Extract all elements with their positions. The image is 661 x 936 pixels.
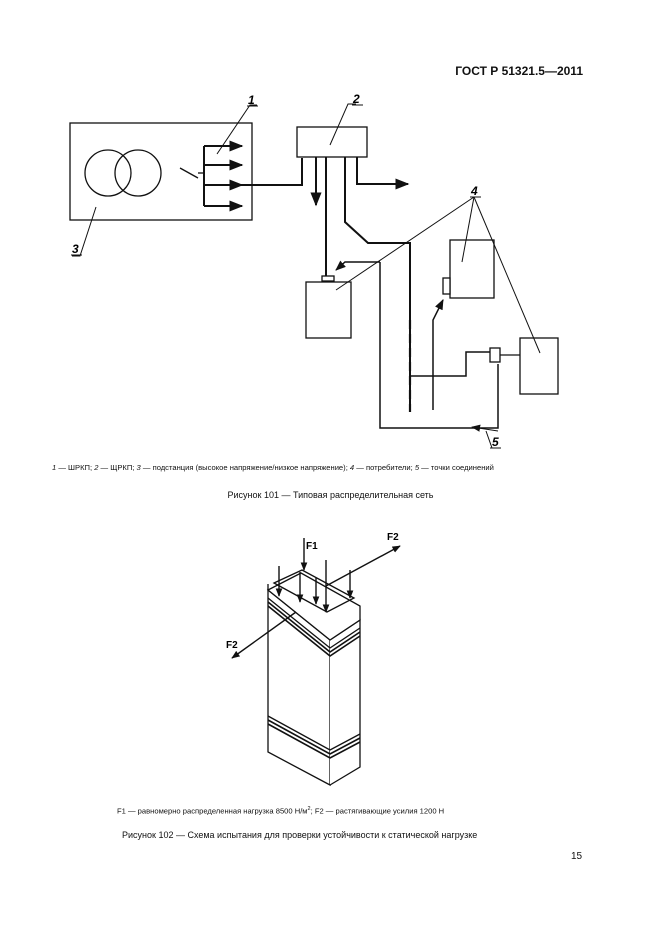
callout-3: 3 [72, 242, 79, 256]
figure-102-caption: Рисунок 102 — Схема испытания для провер… [122, 830, 478, 840]
standard-header: ГОСТ Р 51321.5—2011 [455, 64, 583, 78]
callout-5: 5 [492, 435, 499, 449]
feeder-to-consumer-1 [335, 260, 380, 271]
page-number: 15 [571, 851, 583, 862]
consumer-2 [442, 239, 495, 299]
feeder-to-consumer-2 [432, 299, 444, 410]
figure-102-legend: F1 — равномерно распределенная нагрузка … [117, 806, 445, 816]
label-f2-left: F2 [226, 640, 238, 651]
load-f2-arrows [231, 545, 401, 659]
shrkp-outputs [203, 140, 303, 212]
shchrkp-panel [296, 126, 368, 158]
substation [69, 122, 253, 221]
figure-101-caption: Рисунок 101 — Типовая распределительная … [227, 490, 434, 500]
feeder-return-line [379, 262, 499, 429]
callout-2: 2 [352, 92, 360, 106]
label-f2-top: F2 [387, 532, 399, 543]
figure-101-legend: 1 — ШРКП; 2 — ЩРКП; 3 — подстанция (высо… [52, 463, 494, 472]
shchrkp-outputs [310, 157, 411, 410]
callout-leaders [72, 103, 541, 449]
callout-4: 4 [470, 184, 478, 198]
consumer-3 [489, 337, 559, 395]
label-f1: F1 [306, 541, 318, 552]
transformer-winding-right [114, 149, 162, 197]
callout-1: 1 [248, 93, 255, 107]
consumer-1 [305, 275, 352, 339]
feeder-to-consumer-3 [410, 351, 490, 377]
cabinet [266, 569, 361, 787]
transformer-winding-left [84, 149, 132, 197]
